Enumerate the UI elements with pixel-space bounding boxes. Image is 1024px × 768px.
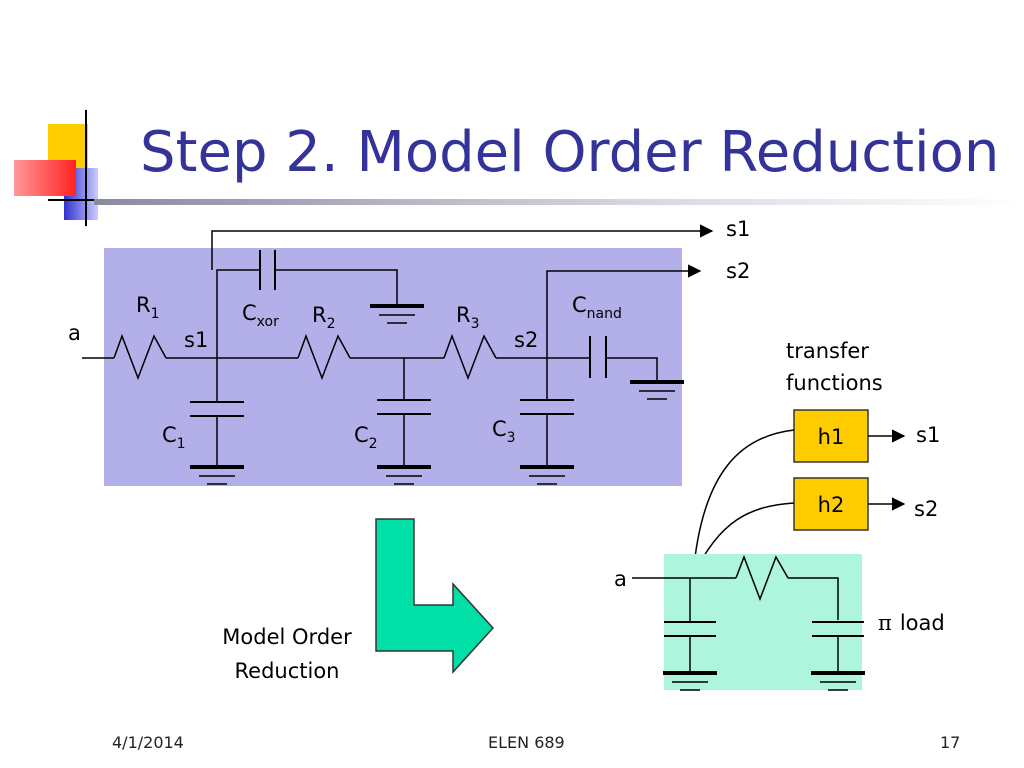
slide-title: Step 2. Model Order Reduction xyxy=(140,120,1000,185)
label-r1: R1 xyxy=(136,293,160,322)
ground-cnand xyxy=(630,380,684,400)
original-circuit: a R1 Cxor R2 R3 Cnand s1 s2 C1 C2 C3 s1 … xyxy=(68,217,750,486)
footer-date: 4/1/2014 xyxy=(112,733,184,752)
footer-page-number: 17 xyxy=(940,733,961,752)
pi-ground-right xyxy=(811,671,865,691)
resistor-r2 xyxy=(297,333,351,381)
slide-logo xyxy=(14,110,124,226)
label-cnand: Cnand xyxy=(572,293,622,322)
label-r3: R3 xyxy=(456,303,480,332)
reduced-model: transfer functions h1 h2 s1 s2 a xyxy=(614,339,945,691)
transfer-box-h2-label: h2 xyxy=(818,493,845,517)
transfer-box-h1-label: h1 xyxy=(818,425,845,449)
input-label-a: a xyxy=(68,321,81,345)
label-cxor: Cxor xyxy=(242,301,279,330)
transfer-functions-label-line2: functions xyxy=(786,371,883,395)
reduction-label-line2: Reduction xyxy=(235,659,340,683)
ground-c1 xyxy=(190,465,244,485)
reduction-arrow: Model Order Reduction xyxy=(222,518,495,683)
ground-cxor xyxy=(370,304,424,324)
output-label-s2: s2 xyxy=(726,259,750,283)
wire-to-h1 xyxy=(692,429,795,577)
h1-output-label: s1 xyxy=(916,423,940,447)
pi-ground-left xyxy=(663,671,717,691)
label-r2: R2 xyxy=(312,303,336,332)
label-c2: C2 xyxy=(354,423,378,452)
label-c1: C1 xyxy=(162,423,186,452)
transfer-functions-label-line1: transfer xyxy=(786,339,869,363)
transfer-box-h1 xyxy=(793,409,869,463)
logo-red-square xyxy=(14,160,76,196)
ground-c3 xyxy=(520,465,574,485)
resistor-r1 xyxy=(113,333,167,381)
pi-symbol: π xyxy=(878,611,892,635)
node-label-s1: s1 xyxy=(184,328,208,352)
footer-course: ELEN 689 xyxy=(488,733,565,752)
circuit-background xyxy=(104,248,682,486)
pi-model-input-label: a xyxy=(614,567,627,591)
transfer-box-h2 xyxy=(793,477,869,531)
title-underline xyxy=(94,199,1024,205)
h2-output-label: s2 xyxy=(914,497,938,521)
ground-c2 xyxy=(377,465,431,485)
label-c3: C3 xyxy=(492,417,516,446)
resistor-r3 xyxy=(443,333,497,381)
output-label-s1: s1 xyxy=(726,217,750,241)
pi-model-resistor xyxy=(735,554,789,602)
reduction-label-line1: Model Order xyxy=(222,625,352,649)
node-label-s2: s2 xyxy=(514,328,538,352)
